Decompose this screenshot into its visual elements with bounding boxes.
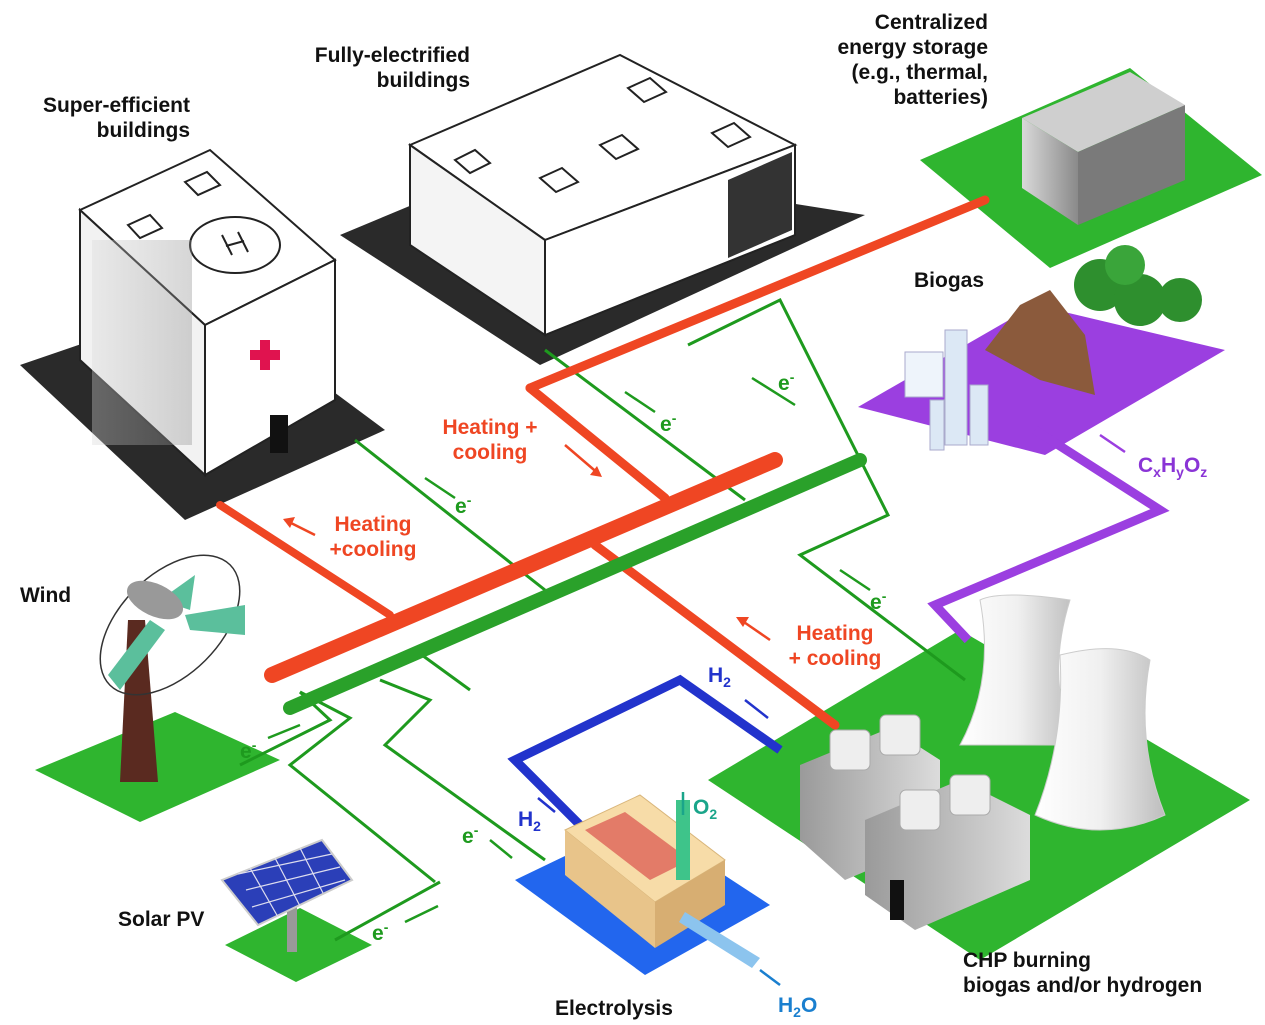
electron-label: e-	[870, 588, 887, 614]
hydrogen-pipe	[507, 674, 783, 829]
h2-label-left: H2	[518, 808, 541, 835]
solar-label: Solar PV	[118, 908, 205, 931]
solar-ground	[225, 908, 372, 982]
super-efficient-building	[78, 148, 337, 478]
wind-label: Wind	[20, 584, 72, 607]
biogas-plant	[904, 245, 1202, 451]
chp-label: CHP burning biogas and/or hydrogen	[963, 949, 1203, 997]
o2-label: O2	[693, 796, 718, 823]
storage-cube	[1022, 72, 1185, 225]
electrolysis-unit	[564, 794, 760, 968]
electric-main-pipe	[283, 453, 867, 715]
heating-cooling-label-left: Heating +cooling	[329, 513, 417, 561]
electron-label: e-	[660, 410, 677, 436]
heating-cooling-label-top: Heating + cooling	[442, 416, 538, 464]
biogas-label: Biogas	[914, 269, 985, 292]
biogas-pipe	[927, 426, 1170, 644]
flow-arrows	[267, 376, 1126, 986]
electron-label: e-	[372, 919, 389, 945]
fully-electrified-label: Fully-electrified buildings	[314, 44, 470, 92]
electron-label: e-	[462, 822, 479, 848]
electrolysis-label: Electrolysis	[555, 997, 673, 1020]
h2-label-right: H2	[708, 664, 731, 691]
h2o-label: H2O	[778, 994, 818, 1021]
biogas-formula-label: CxHyOz	[1138, 454, 1208, 481]
electron-label: e-	[778, 369, 795, 395]
wind-ground	[35, 712, 280, 822]
storage-label: Centralized energy storage (e.g., therma…	[837, 11, 988, 109]
electron-label: e-	[455, 492, 472, 518]
super-efficient-label: Super-efficient buildings	[42, 94, 190, 142]
wind-turbine	[99, 554, 245, 782]
door-icon	[270, 415, 288, 453]
chp-plant	[800, 594, 1166, 930]
heating-pipes	[216, 195, 990, 730]
solar-panel	[220, 838, 354, 952]
fully-electrified-building	[407, 53, 798, 337]
electron-label: e-	[240, 737, 257, 763]
heating-cooling-label-right: Heating + cooling	[788, 622, 882, 670]
